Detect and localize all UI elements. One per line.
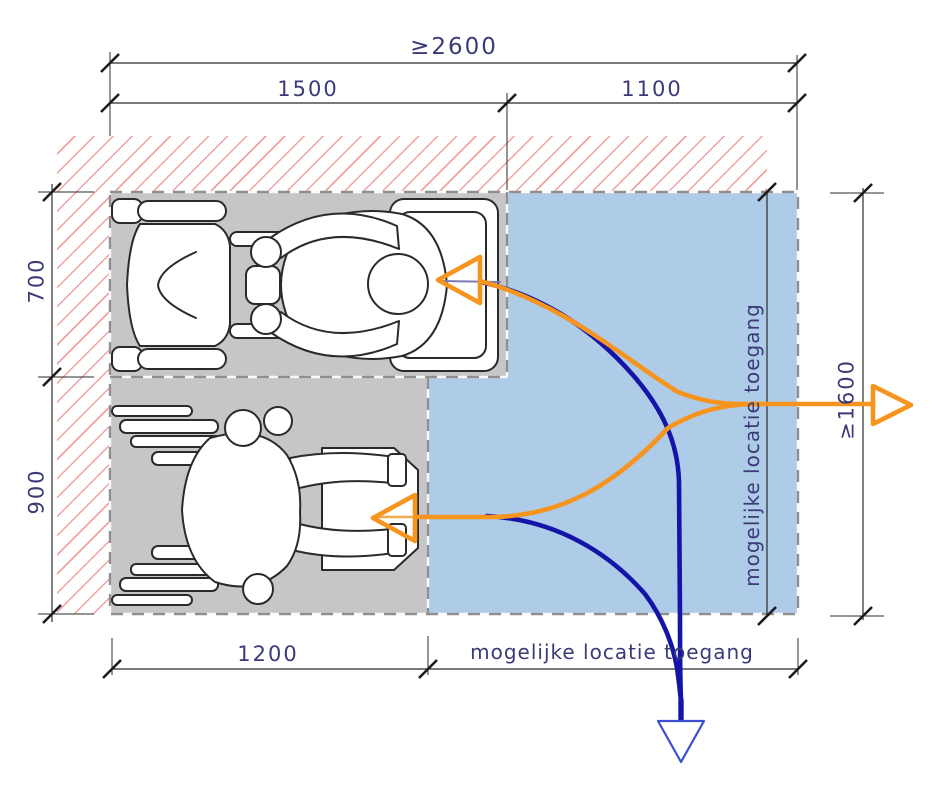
- arrowhead-right-icon: [870, 383, 914, 427]
- dim-scooter-bay-depth: 700: [24, 257, 49, 304]
- dim-total-depth: ≥1600: [834, 358, 859, 441]
- dim-wheelchair-bay-depth: 900: [24, 468, 49, 515]
- mobility-scooter-figure: [111, 198, 499, 372]
- dim-bay-width-scooter: 1500: [277, 77, 339, 101]
- extension-lines: [38, 52, 884, 675]
- access-location-label-right: mogelijke locatie toegang: [740, 303, 764, 587]
- access-zone-upper: [507, 192, 798, 377]
- arrowhead-left-bottom-icon: [370, 492, 418, 544]
- dim-wheelchair-bay-width: 1200: [237, 642, 299, 666]
- access-zone-lower: [428, 377, 798, 614]
- zone-borders: [108, 190, 800, 616]
- route-arrowheads-orange: [370, 254, 914, 544]
- dim-total-width: ≥2600: [410, 34, 498, 60]
- dim-access-zone-width: 1100: [621, 77, 683, 101]
- wheelchair-figure: [111, 405, 419, 606]
- arrowhead-down-icon: [656, 719, 706, 764]
- access-location-label-bottom: mogelijke locatie toegang: [470, 640, 754, 664]
- route-orange: [374, 278, 876, 520]
- arrowhead-left-top-icon: [435, 254, 483, 306]
- dimension-ticks: [42, 53, 873, 679]
